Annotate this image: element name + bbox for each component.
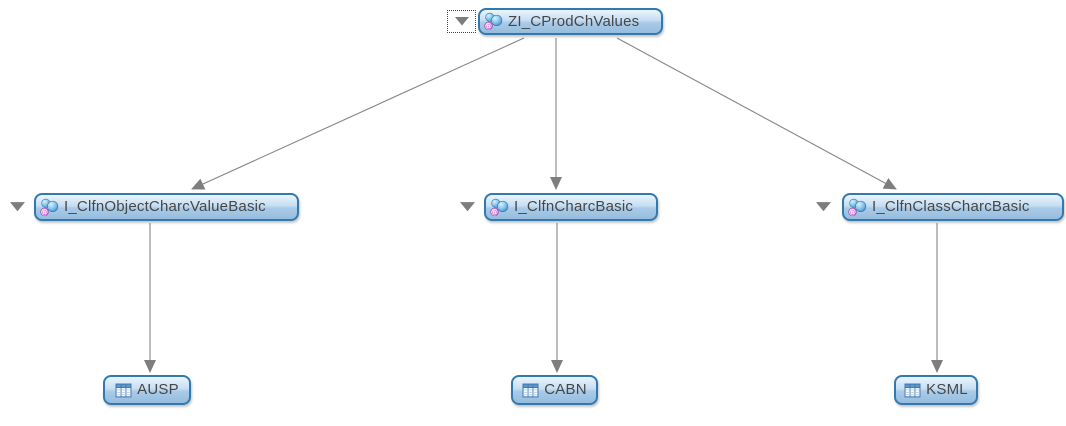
svg-text:@: @ — [41, 208, 48, 216]
svg-text:@: @ — [849, 208, 856, 216]
cds-view-icon: @ — [484, 12, 503, 31]
collapse-triangle-icon — [10, 202, 25, 212]
expander-classcharcbasic[interactable] — [816, 202, 831, 212]
node-ausp[interactable]: AUSP — [103, 375, 191, 405]
node-label: CABN — [544, 381, 587, 398]
node-label: KSML — [926, 381, 968, 398]
cds-view-icon: @ — [848, 198, 867, 217]
collapse-triangle-icon[interactable] — [454, 13, 469, 31]
node-label: I_ClfnObjectCharcValueBasic — [64, 198, 266, 215]
node-i-clfnobjectcharcvaluebasic[interactable]: @ I_ClfnObjectCharcValueBasic — [34, 193, 299, 221]
collapse-triangle-icon — [460, 202, 475, 212]
node-cabn[interactable]: CABN — [511, 375, 598, 405]
edge-root-to-classcharcbasic — [616, 37, 897, 190]
node-i-clfncharcbasic[interactable]: @ I_ClfnCharcBasic — [484, 193, 658, 221]
node-label: I_ClfnCharcBasic — [514, 198, 634, 215]
expander-charcbasic[interactable] — [460, 202, 475, 212]
table-icon — [522, 382, 539, 399]
table-icon — [904, 382, 921, 399]
node-label: AUSP — [137, 381, 179, 398]
root-expander-focus-box[interactable] — [447, 10, 476, 33]
node-label: ZI_CProdChValues — [508, 12, 640, 30]
node-label: I_ClfnClassCharcBasic — [872, 198, 1030, 215]
edge-root-to-objectcharcvalue — [191, 37, 525, 190]
svg-text:@: @ — [491, 208, 498, 216]
cds-view-icon: @ — [490, 198, 509, 217]
node-zi-cprodchvalues[interactable]: @ ZI_CProdChValues — [478, 8, 663, 35]
expander-objectcharcvalue[interactable] — [10, 202, 25, 212]
svg-text:@: @ — [485, 22, 492, 30]
collapse-triangle-icon — [816, 202, 831, 212]
node-ksml[interactable]: KSML — [894, 375, 978, 405]
cds-view-icon: @ — [40, 198, 59, 217]
node-i-clfnclasscharcbasic[interactable]: @ I_ClfnClassCharcBasic — [842, 193, 1064, 221]
table-icon — [115, 382, 132, 399]
